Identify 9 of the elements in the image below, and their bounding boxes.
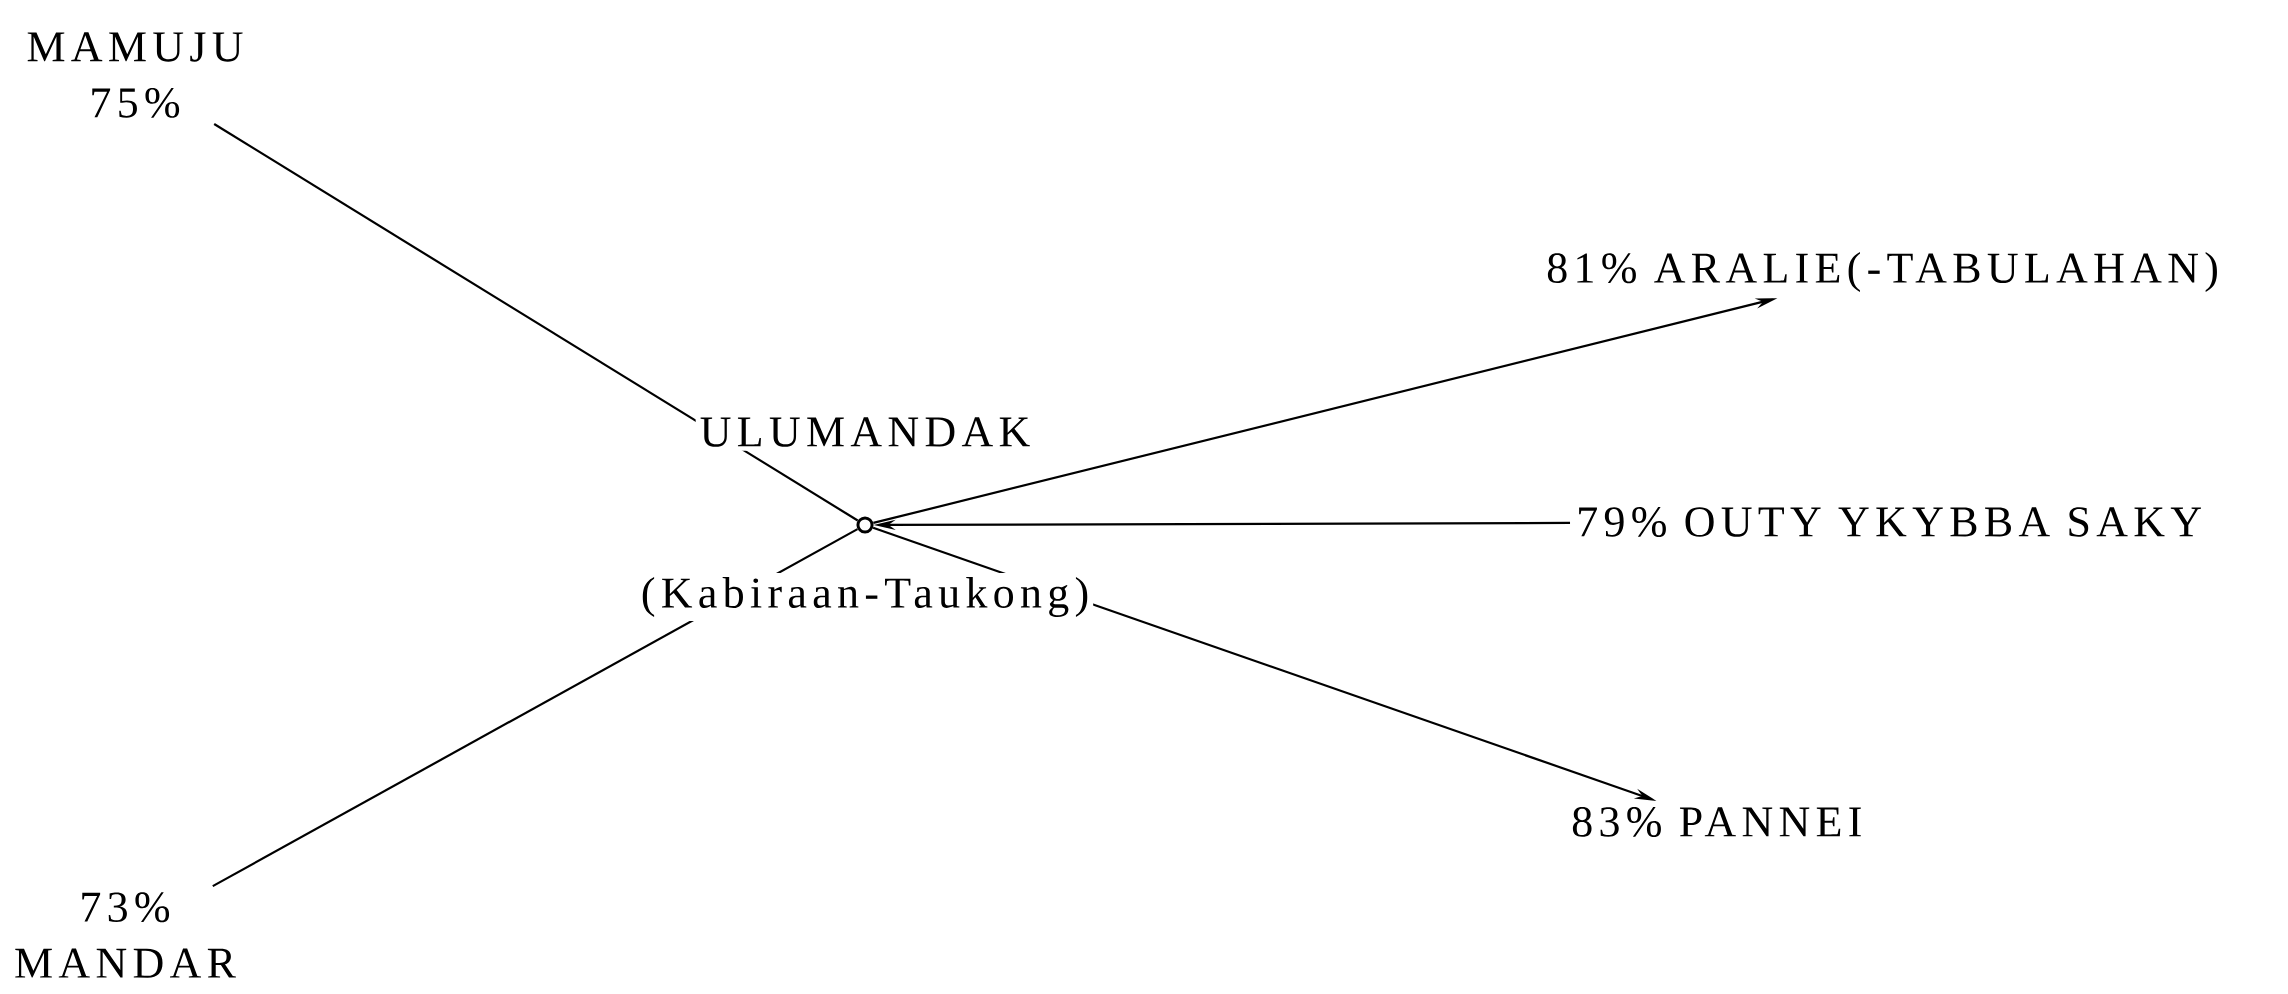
junction-circle — [856, 516, 874, 534]
language-label: 81% ARALIE(-TABULAHAN) — [1547, 252, 2217, 292]
language-label: 83% PANNEI — [1572, 807, 1861, 837]
place-label: ULUMANDAK — [695, 413, 1035, 451]
place-label: (Kabiraan-Taukong) — [636, 573, 1094, 621]
connector-line — [213, 123, 859, 522]
language-label: 79% OUTY YKYBBA SAKY — [1579, 507, 2201, 537]
language-label: 73% MANDAR — [15, 892, 236, 978]
language-label: MAMUJU 75% — [27, 32, 243, 118]
